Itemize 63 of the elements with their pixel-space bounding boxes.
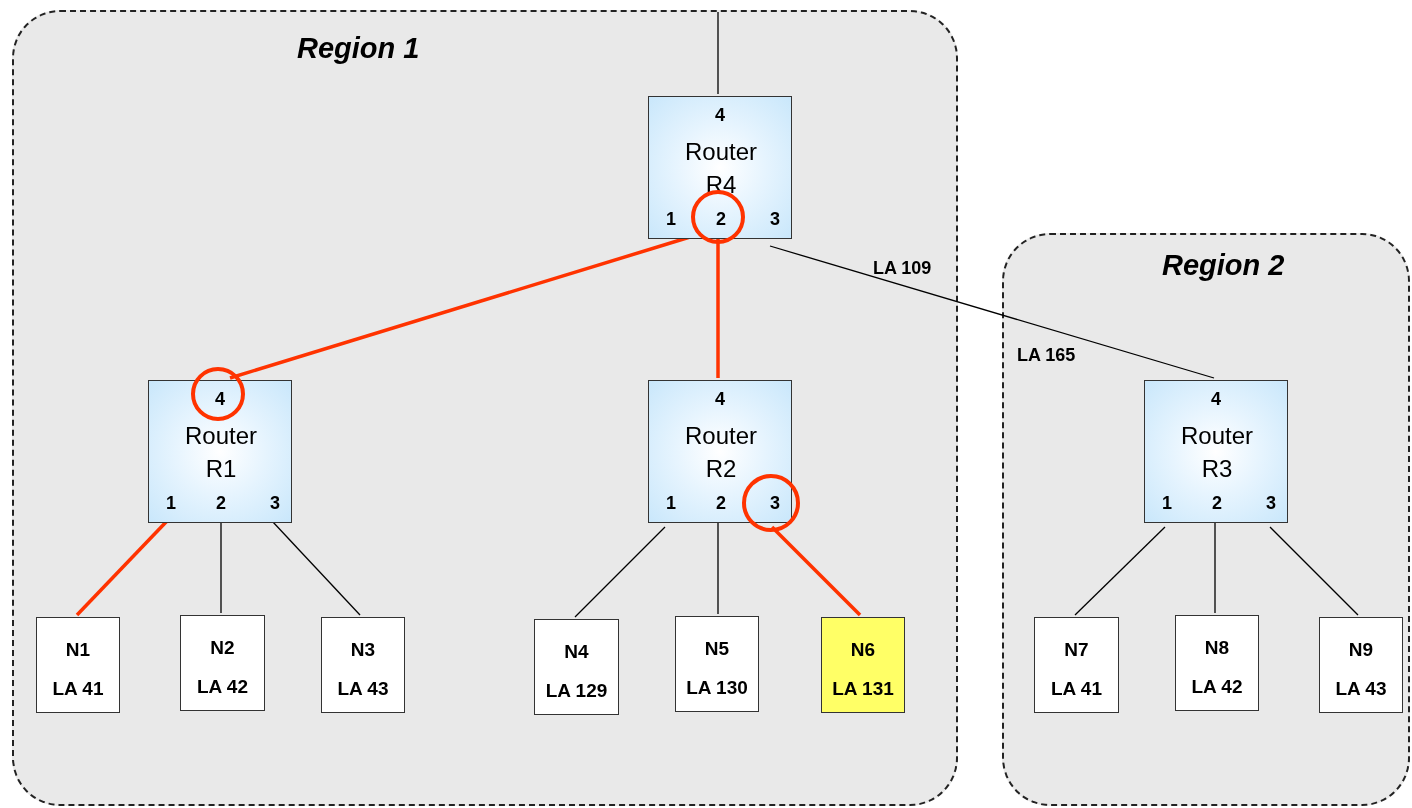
area-code: LA 42	[1190, 676, 1244, 698]
area-code: LA 41	[51, 678, 105, 700]
region-title: Region 2	[1162, 249, 1285, 282]
link-label: LA 165	[1017, 345, 1076, 366]
area-code: LA 129	[544, 680, 609, 702]
area-code: LA 43	[336, 678, 390, 700]
network-node-box	[321, 617, 405, 713]
router-box	[648, 380, 792, 523]
link-line	[770, 525, 862, 617]
router-name: Router R2	[683, 421, 758, 484]
router-box	[1144, 380, 1288, 523]
area-code: LA 131	[831, 678, 895, 700]
port-number: 1	[665, 493, 677, 514]
port-number: 2	[1211, 493, 1223, 514]
port-number: 2	[715, 493, 727, 514]
link-label: LA 109	[873, 258, 932, 279]
node-name: N1	[64, 639, 92, 661]
port-number: 4	[1210, 389, 1222, 410]
port-number: 2	[215, 493, 227, 514]
port-number: 2	[715, 209, 727, 230]
node-name: N9	[1347, 639, 1375, 661]
node-name: N8	[1203, 637, 1231, 659]
link-line	[1074, 526, 1166, 616]
highlighted-node-box	[821, 617, 905, 713]
port-number: 3	[769, 209, 781, 230]
network-node-box	[1034, 617, 1119, 713]
area-code: LA 43	[1334, 678, 1388, 700]
network-node-box	[675, 616, 759, 712]
area-code: LA 42	[195, 676, 249, 698]
port-number: 3	[269, 493, 281, 514]
port-number: 4	[714, 389, 726, 410]
node-name: N5	[703, 638, 731, 660]
network-node-box	[36, 617, 120, 713]
port-number: 4	[214, 389, 226, 410]
network-node-box	[1175, 615, 1259, 711]
region-panel	[12, 10, 958, 806]
node-name: N6	[849, 639, 877, 661]
port-number: 3	[769, 493, 781, 514]
router-name: Router R3	[1179, 421, 1254, 484]
link-line	[769, 245, 1215, 379]
port-number: 1	[1161, 493, 1173, 514]
port-number: 1	[165, 493, 177, 514]
port-number: 4	[714, 105, 726, 126]
router-box	[148, 380, 292, 523]
link-line	[574, 526, 666, 618]
area-code: LA 41	[1049, 678, 1103, 700]
router-name: Router R4	[683, 137, 758, 200]
port-number: 3	[1265, 493, 1277, 514]
link-line	[717, 11, 719, 95]
network-node-box	[180, 615, 265, 711]
node-name: N3	[349, 639, 377, 661]
router-box	[648, 96, 792, 239]
region-panel	[1002, 233, 1410, 806]
network-node-box	[1319, 617, 1403, 713]
router-name: Router R1	[183, 421, 258, 484]
node-name: N2	[209, 637, 236, 659]
region-title: Region 1	[297, 32, 420, 65]
node-name: N7	[1063, 639, 1090, 661]
network-node-box	[534, 619, 619, 715]
node-name: N4	[563, 641, 590, 663]
area-code: LA 130	[685, 677, 749, 699]
link-line	[1269, 526, 1359, 616]
port-number: 1	[665, 209, 677, 230]
